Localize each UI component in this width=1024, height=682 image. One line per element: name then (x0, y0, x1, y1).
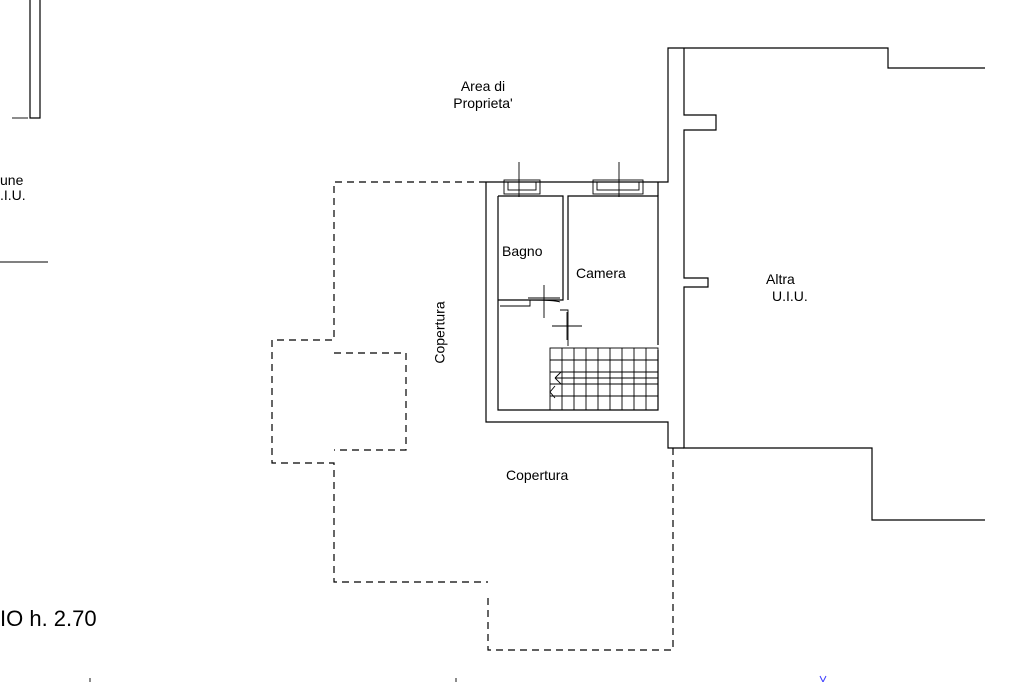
vent-fixtures (503, 162, 644, 197)
room-label-camera: Camera (576, 265, 626, 281)
floor-height-label: IO h. 2.70 (0, 606, 97, 631)
staircase (549, 347, 659, 411)
unit-walls (485, 47, 985, 521)
roof-label-vertical: Copertura (431, 301, 448, 364)
other-unit-line1: Altra (766, 271, 795, 287)
room-label-bagno: Bagno (502, 243, 543, 259)
other-unit-line2: U.I.U. (772, 288, 808, 304)
left-partial-line1: une (0, 172, 24, 188)
roof-dashed-outline (271, 181, 674, 651)
roof-label-bottom: Copertura (506, 467, 569, 483)
left-partial-walls (0, 0, 48, 263)
area-label: Area di Proprieta' (438, 78, 528, 112)
door-swings (500, 285, 582, 346)
left-partial-label: une .I.U. (0, 172, 26, 204)
bottom-ticks (89, 675, 827, 682)
other-unit-label: Altra U.I.U. (766, 271, 808, 305)
area-label-line2: Proprieta' (453, 95, 513, 111)
area-label-line1: Area di (460, 78, 506, 94)
left-partial-line2: .I.U. (0, 187, 26, 203)
